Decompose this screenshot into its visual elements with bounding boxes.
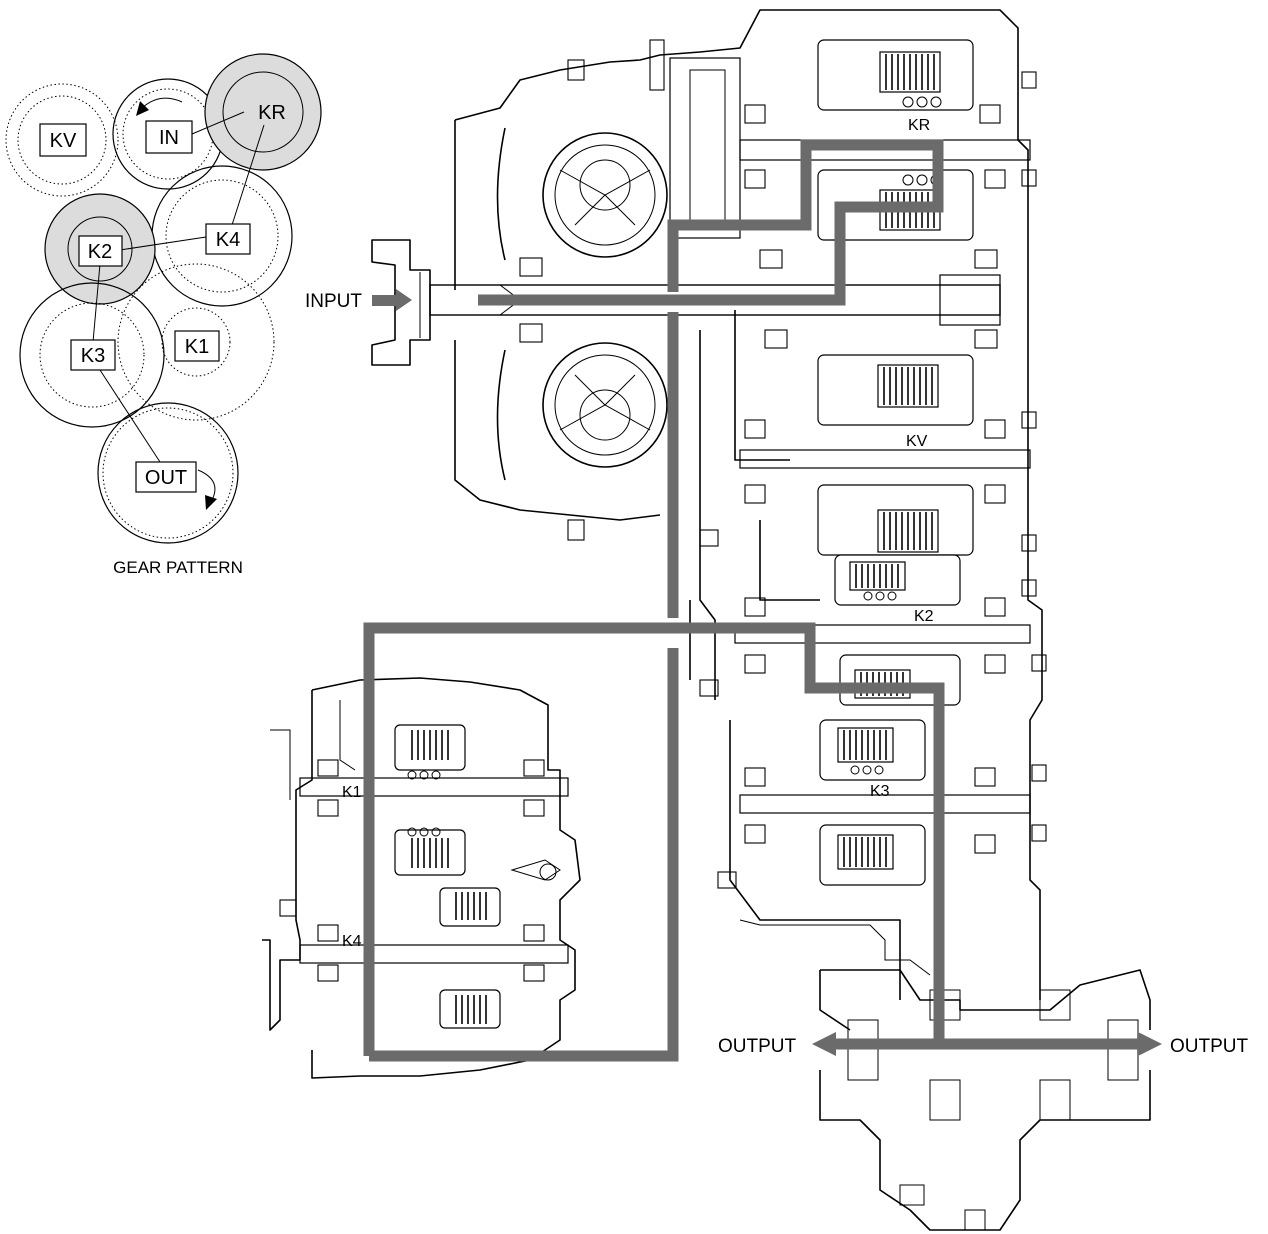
k1-shaft <box>299 777 569 797</box>
gear-kv-circle <box>5 83 119 197</box>
output-right-label: OUTPUT <box>1170 1036 1249 1057</box>
clutch-k1-label: K1 <box>342 784 362 801</box>
input-flange <box>371 239 431 366</box>
output-housing <box>739 919 1151 1231</box>
clutch-k3-pack-lower <box>819 824 926 886</box>
kv-shaft <box>739 449 1031 469</box>
gear-out-label: OUT <box>145 467 187 489</box>
k1-k4-housing: K1 K4 <box>262 677 581 1079</box>
clutch-k4-label: K4 <box>342 933 362 950</box>
clutch-kv-label: KV <box>906 433 928 450</box>
clutch-k4-pack <box>439 887 501 927</box>
output-indicators: OUTPUT OUTPUT <box>718 1032 1249 1057</box>
k4-shaft <box>299 944 569 964</box>
clutch-k1-pack-lower <box>394 827 466 876</box>
torque-converter-upper <box>542 132 668 258</box>
clutch-packs-upper: KR KV <box>817 39 974 886</box>
gear-out-circle <box>97 402 239 544</box>
gear-k4-label: K4 <box>216 229 240 251</box>
gear-k1-label: K1 <box>185 336 209 358</box>
upper-housing <box>371 9 1047 1000</box>
clutch-k2-pack <box>834 554 961 606</box>
input-indicator: INPUT <box>305 289 412 312</box>
gear-k3-label: K3 <box>81 345 105 367</box>
k2-shaft <box>734 624 1031 644</box>
gear-k2-label: K2 <box>88 241 112 263</box>
input-arrow-icon <box>396 289 412 311</box>
clutch-k1-pack <box>394 724 466 780</box>
gear-k1-circle <box>117 263 275 421</box>
clutch-kv-pack-lower <box>817 484 974 556</box>
clutch-kv-pack <box>817 354 974 426</box>
gear-kr-circle <box>204 53 322 171</box>
flow-k2-to-output <box>363 622 945 1056</box>
output-left-arrow-icon <box>812 1032 836 1056</box>
output-left-label: OUTPUT <box>718 1036 797 1057</box>
clutch-kr-label: KR <box>908 117 930 134</box>
gear-pattern-title: GEAR PATTERN <box>113 558 243 577</box>
clutch-kr-pack <box>817 39 974 111</box>
gear-in-label: IN <box>159 127 179 149</box>
clutch-k2-label: K2 <box>914 608 934 625</box>
clutch-k3-pack <box>819 719 926 781</box>
clutch-k3-label: K3 <box>870 783 890 800</box>
k3-shaft <box>739 794 1031 814</box>
flow-k4-return <box>369 648 679 1062</box>
torque-converter-lower <box>542 342 668 468</box>
power-flow-path <box>363 139 1140 1062</box>
gear-pattern: KV IN KR K4 K2 K1 K3 OUT GEAR PATTERN <box>5 53 322 577</box>
rotation-arrow-icon <box>141 97 183 109</box>
gear-kv-label: KV <box>50 130 77 152</box>
gear-kr-label: KR <box>258 102 286 124</box>
clutch-k4-pack-lower <box>439 989 501 1029</box>
output-right-arrow-icon <box>1138 1032 1162 1056</box>
gear-k3-circle <box>19 282 165 428</box>
input-label: INPUT <box>305 291 362 312</box>
rotation-arrow-icon <box>197 469 216 501</box>
flow-input-to-kr <box>478 139 944 306</box>
